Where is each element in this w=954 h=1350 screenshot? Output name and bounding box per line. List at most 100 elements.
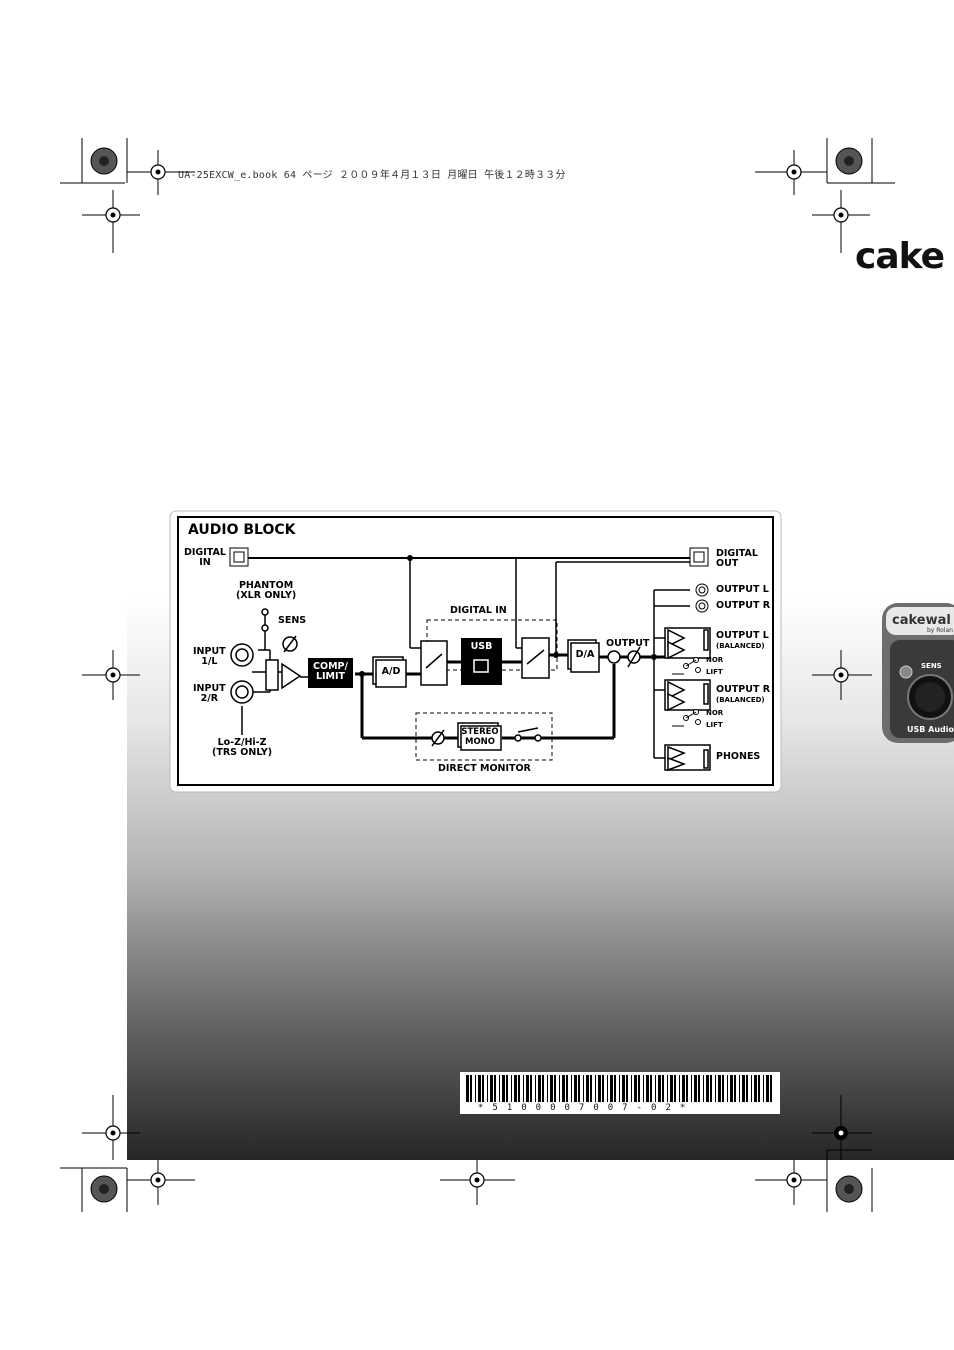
barcode-bar (542, 1075, 544, 1102)
panel-by-roland: by Rolan (927, 627, 953, 634)
label-balanced-r: (BALANCED) (716, 696, 765, 704)
barcode-bar (638, 1075, 640, 1102)
label-da: D/A (575, 649, 595, 660)
barcode-bar (571, 1075, 572, 1102)
barcode-bar (511, 1075, 512, 1102)
barcode-bar (682, 1075, 685, 1102)
barcode-bar (710, 1075, 712, 1102)
barcode-bar (650, 1075, 652, 1102)
barcode-bar (607, 1075, 608, 1102)
barcode-bar (502, 1075, 505, 1102)
barcode-bar (499, 1075, 500, 1102)
barcode-bar (698, 1075, 700, 1102)
barcode-bar (526, 1075, 529, 1102)
barcode-bar (470, 1075, 472, 1102)
barcode-bar (770, 1075, 772, 1102)
barcode-bar (631, 1075, 632, 1102)
barcode-bar (686, 1075, 688, 1102)
barcode-bar (643, 1075, 644, 1102)
barcode-bar (574, 1075, 577, 1102)
barcode-bar (590, 1075, 592, 1102)
label-output-l: OUTPUT L (716, 584, 769, 595)
cakewalk-logo: cake (855, 236, 945, 277)
barcode-bar (734, 1075, 736, 1102)
label-phantom: PHANTOM (XLR ONLY) (236, 580, 297, 601)
barcode-bar (739, 1075, 740, 1102)
comp-limit-box (308, 658, 353, 688)
barcode-bar (530, 1075, 532, 1102)
barcode-bar (694, 1075, 697, 1102)
barcode-bar (518, 1075, 520, 1102)
barcode-bar (494, 1075, 496, 1102)
barcode-bar (602, 1075, 604, 1102)
barcode-bar (658, 1075, 661, 1102)
barcode-bar (670, 1075, 673, 1102)
panel-brand: cakewal (892, 613, 951, 628)
barcode-bar (535, 1075, 536, 1102)
barcode-bar (538, 1075, 541, 1102)
barcode-bar (742, 1075, 745, 1102)
barcode-bar (706, 1075, 709, 1102)
barcode-bar (674, 1075, 676, 1102)
barcode-bar (598, 1075, 601, 1102)
barcode-bar (718, 1075, 721, 1102)
label-digital-in: DIGITAL IN (184, 547, 226, 568)
label-comp-limit: COMP/ LIMIT (313, 661, 348, 682)
barcode-bar (626, 1075, 628, 1102)
label-output-r: OUTPUT R (716, 600, 771, 611)
label-lo-hi-z: Lo-Z/Hi-Z (TRS ONLY) (212, 737, 273, 758)
barcode-bar (550, 1075, 553, 1102)
barcode-bar (754, 1075, 757, 1102)
barcode-bar (586, 1075, 589, 1102)
barcode-number: *5100007007-02* (478, 1103, 695, 1113)
barcode-bar (691, 1075, 692, 1102)
label-ad: A/D (381, 666, 401, 677)
barcode-bar (514, 1075, 517, 1102)
barcode-bar (634, 1075, 637, 1102)
barcode-bar (478, 1075, 481, 1102)
barcode-bar (547, 1075, 548, 1102)
barcode-bar (523, 1075, 524, 1102)
label-output: OUTPUT (606, 638, 650, 649)
barcode-bar (490, 1075, 493, 1102)
label-sens: SENS (278, 615, 307, 626)
barcode-bar (727, 1075, 728, 1102)
panel-sens-label: SENS (921, 662, 942, 670)
usb-box (461, 638, 502, 685)
barcode-bar (667, 1075, 668, 1102)
barcode-bar (610, 1075, 613, 1102)
label-digital-in-group: DIGITAL IN (450, 605, 507, 616)
label-output-l-balanced: OUTPUT L (716, 630, 769, 641)
label-usb: USB (470, 641, 493, 652)
barcode-bar (559, 1075, 560, 1102)
diagram-title: AUDIO BLOCK (188, 522, 296, 538)
panel-usb-audio-label: USB Audio (907, 725, 954, 734)
barcode-bar (766, 1075, 769, 1102)
label-nor-r: NOR (706, 709, 724, 717)
barcode-bar (466, 1075, 469, 1102)
label-phones: PHONES (716, 751, 761, 762)
barcode-bar (614, 1075, 616, 1102)
barcode-bar (679, 1075, 680, 1102)
barcode-bar (622, 1075, 625, 1102)
label-lift-l: LIFT (706, 668, 723, 676)
signal-wires (241, 557, 690, 759)
barcode-bar (578, 1075, 580, 1102)
barcode-bar (758, 1075, 760, 1102)
label-lift-r: LIFT (706, 721, 723, 729)
label-direct-monitor: DIRECT MONITOR (438, 763, 531, 774)
barcode-bar (619, 1075, 620, 1102)
print-header: UA-25EXCW_e.book 64 ページ ２００９年４月１３日 月曜日 午… (178, 170, 566, 181)
label-balanced-l: (BALANCED) (716, 642, 765, 650)
label-output-r-balanced: OUTPUT R (716, 684, 771, 695)
barcode-bar (506, 1075, 508, 1102)
barcode-bar (482, 1075, 484, 1102)
barcode-bar (662, 1075, 664, 1102)
device-panel (882, 603, 954, 743)
barcode-bar (655, 1075, 656, 1102)
barcode-bar (703, 1075, 704, 1102)
barcode-bar (554, 1075, 556, 1102)
barcode-bar (751, 1075, 752, 1102)
barcode-bar (722, 1075, 724, 1102)
